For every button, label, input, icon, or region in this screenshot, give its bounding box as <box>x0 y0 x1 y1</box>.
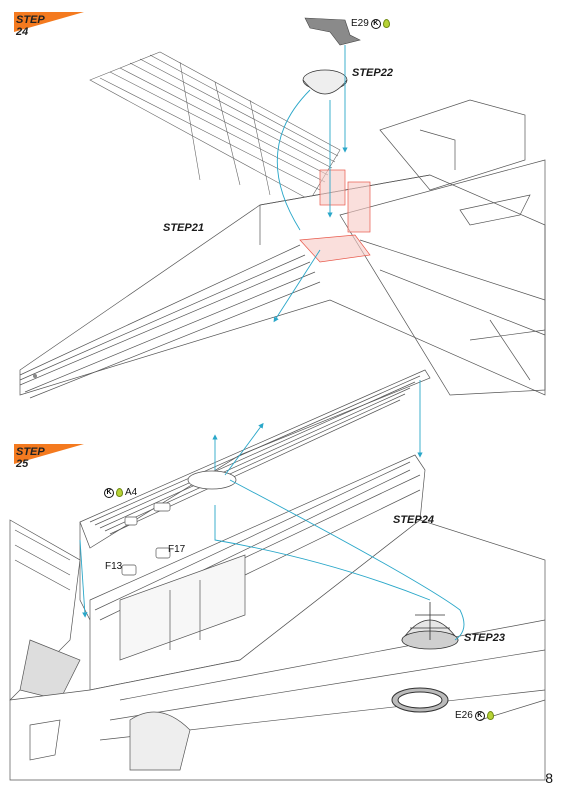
dome-part-bottom <box>401 602 459 650</box>
part-e29-label: E29 K <box>351 18 390 29</box>
part-e29-shape <box>304 17 361 46</box>
glue-drop-icon <box>382 19 390 28</box>
bottom-arrows <box>79 380 465 641</box>
part-f17-label: F17 <box>168 544 186 555</box>
k-mark-icon: K <box>474 710 485 721</box>
label-step22: STEP22 <box>352 67 393 79</box>
top-wing-left <box>89 51 341 201</box>
part-e29-text: E29 <box>351 18 369 29</box>
k-mark-icon: K <box>370 18 381 29</box>
label-step23: STEP23 <box>464 632 505 644</box>
step-24-text: STEP 24 <box>16 14 45 38</box>
part-e26-text: E26 <box>455 710 473 721</box>
top-interior-highlight <box>299 169 371 263</box>
part-e26-label: E26 K <box>455 710 494 721</box>
step-25-text: STEP 25 <box>16 446 45 470</box>
k-mark-icon: K <box>104 487 114 498</box>
page-number: 8 <box>545 770 553 786</box>
part-f13-label: F13 <box>105 561 123 572</box>
part-a4-label: K A4 <box>104 487 137 498</box>
label-step24: STEP24 <box>393 514 434 526</box>
bottom-lower-fuselage <box>9 454 546 781</box>
part-a4-text: A4 <box>125 487 138 498</box>
ring-part-e26 <box>391 687 449 713</box>
top-fuselage <box>19 99 546 399</box>
label-step21: STEP21 <box>163 222 204 234</box>
glue-drop-icon <box>486 711 494 720</box>
glue-drop-icon <box>116 488 123 497</box>
dome-part-top <box>302 69 348 95</box>
top-arrows <box>273 45 348 323</box>
bottom-upper-fuselage <box>79 369 431 621</box>
